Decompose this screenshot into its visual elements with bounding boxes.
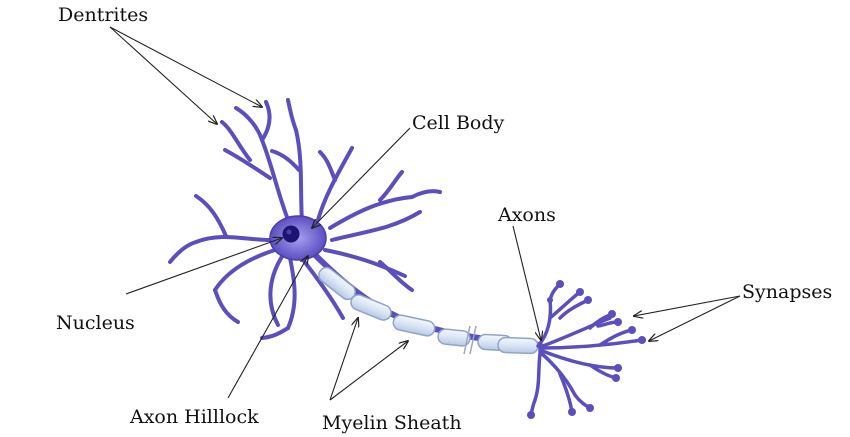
pointer-synapses-2	[649, 295, 741, 341]
label-synapses: Synapses	[742, 281, 833, 303]
pointer-nucleus	[125, 238, 282, 295]
label-cell-body: Cell Body	[412, 112, 505, 134]
pointer-synapses-1	[634, 295, 741, 316]
label-dendrites: Dentrites	[58, 4, 149, 26]
label-nucleus: Nucleus	[56, 312, 135, 334]
pointer-dendrites-1	[109, 26, 217, 124]
pointer-cell-body	[312, 127, 411, 228]
axon-terminals	[529, 282, 644, 417]
pointer-myelin-1	[329, 318, 358, 401]
myelin-sheath-segments	[318, 266, 539, 355]
label-myelin-sheath: Myelin Sheath	[322, 412, 462, 434]
pointer-lines	[109, 26, 741, 401]
axon-break-marks	[463, 325, 477, 355]
label-axon-hillock: Axon Hilllock	[130, 406, 259, 428]
pointer-axon-hillock	[227, 256, 308, 399]
pointer-myelin-2	[329, 341, 408, 401]
label-axons: Axons	[498, 204, 556, 226]
pointer-axons	[512, 225, 541, 340]
nucleus	[282, 225, 300, 243]
synapse-terminals	[527, 280, 646, 419]
pointer-dendrites-2	[109, 26, 262, 107]
dendrites	[168, 98, 442, 340]
